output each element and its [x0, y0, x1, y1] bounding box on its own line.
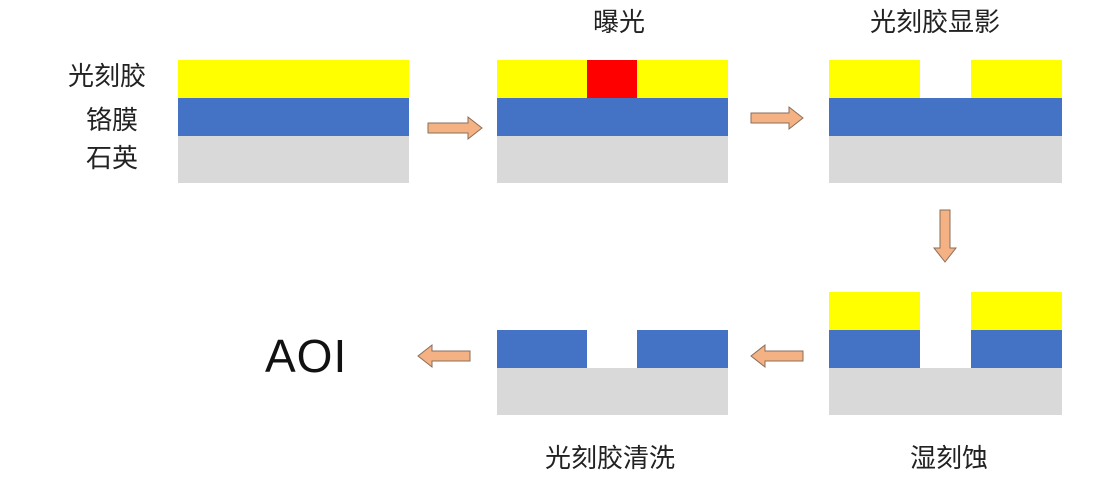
- photoresist-right: [971, 60, 1062, 98]
- step-title-development: 光刻胶显影: [869, 8, 1000, 38]
- quartz-substrate: [829, 368, 1062, 415]
- chrome-layer: [178, 98, 409, 136]
- label-chrome: 铬膜: [86, 106, 139, 136]
- label-photoresist: 光刻胶: [68, 62, 147, 92]
- label-quartz: 石英: [86, 144, 139, 174]
- step-title-wet-etch: 湿刻蚀: [909, 444, 988, 474]
- arrow-right-1: [427, 115, 483, 141]
- chrome-layer: [829, 98, 1062, 136]
- chrome-left: [829, 330, 920, 368]
- step-title-exposure: 曝光: [592, 8, 645, 38]
- final-aoi: AOI: [265, 330, 348, 382]
- quartz-substrate: [497, 368, 728, 415]
- photoresist-left: [829, 60, 920, 98]
- chrome-left: [497, 330, 587, 368]
- arrow-down: [932, 209, 958, 263]
- step-title-strip: 光刻胶清洗: [544, 444, 675, 474]
- chrome-right: [637, 330, 728, 368]
- arrow-left-1: [750, 343, 804, 369]
- quartz-substrate: [829, 136, 1062, 183]
- photoresist-right: [971, 292, 1062, 330]
- quartz-substrate: [497, 136, 728, 183]
- chrome-right: [971, 330, 1062, 368]
- arrow-left-2: [417, 343, 471, 369]
- arrow-right-2: [750, 105, 804, 131]
- quartz-substrate: [178, 136, 409, 183]
- photoresist-layer: [178, 60, 409, 98]
- exposed-region: [587, 60, 637, 98]
- photoresist-left: [829, 292, 920, 330]
- chrome-layer: [497, 98, 728, 136]
